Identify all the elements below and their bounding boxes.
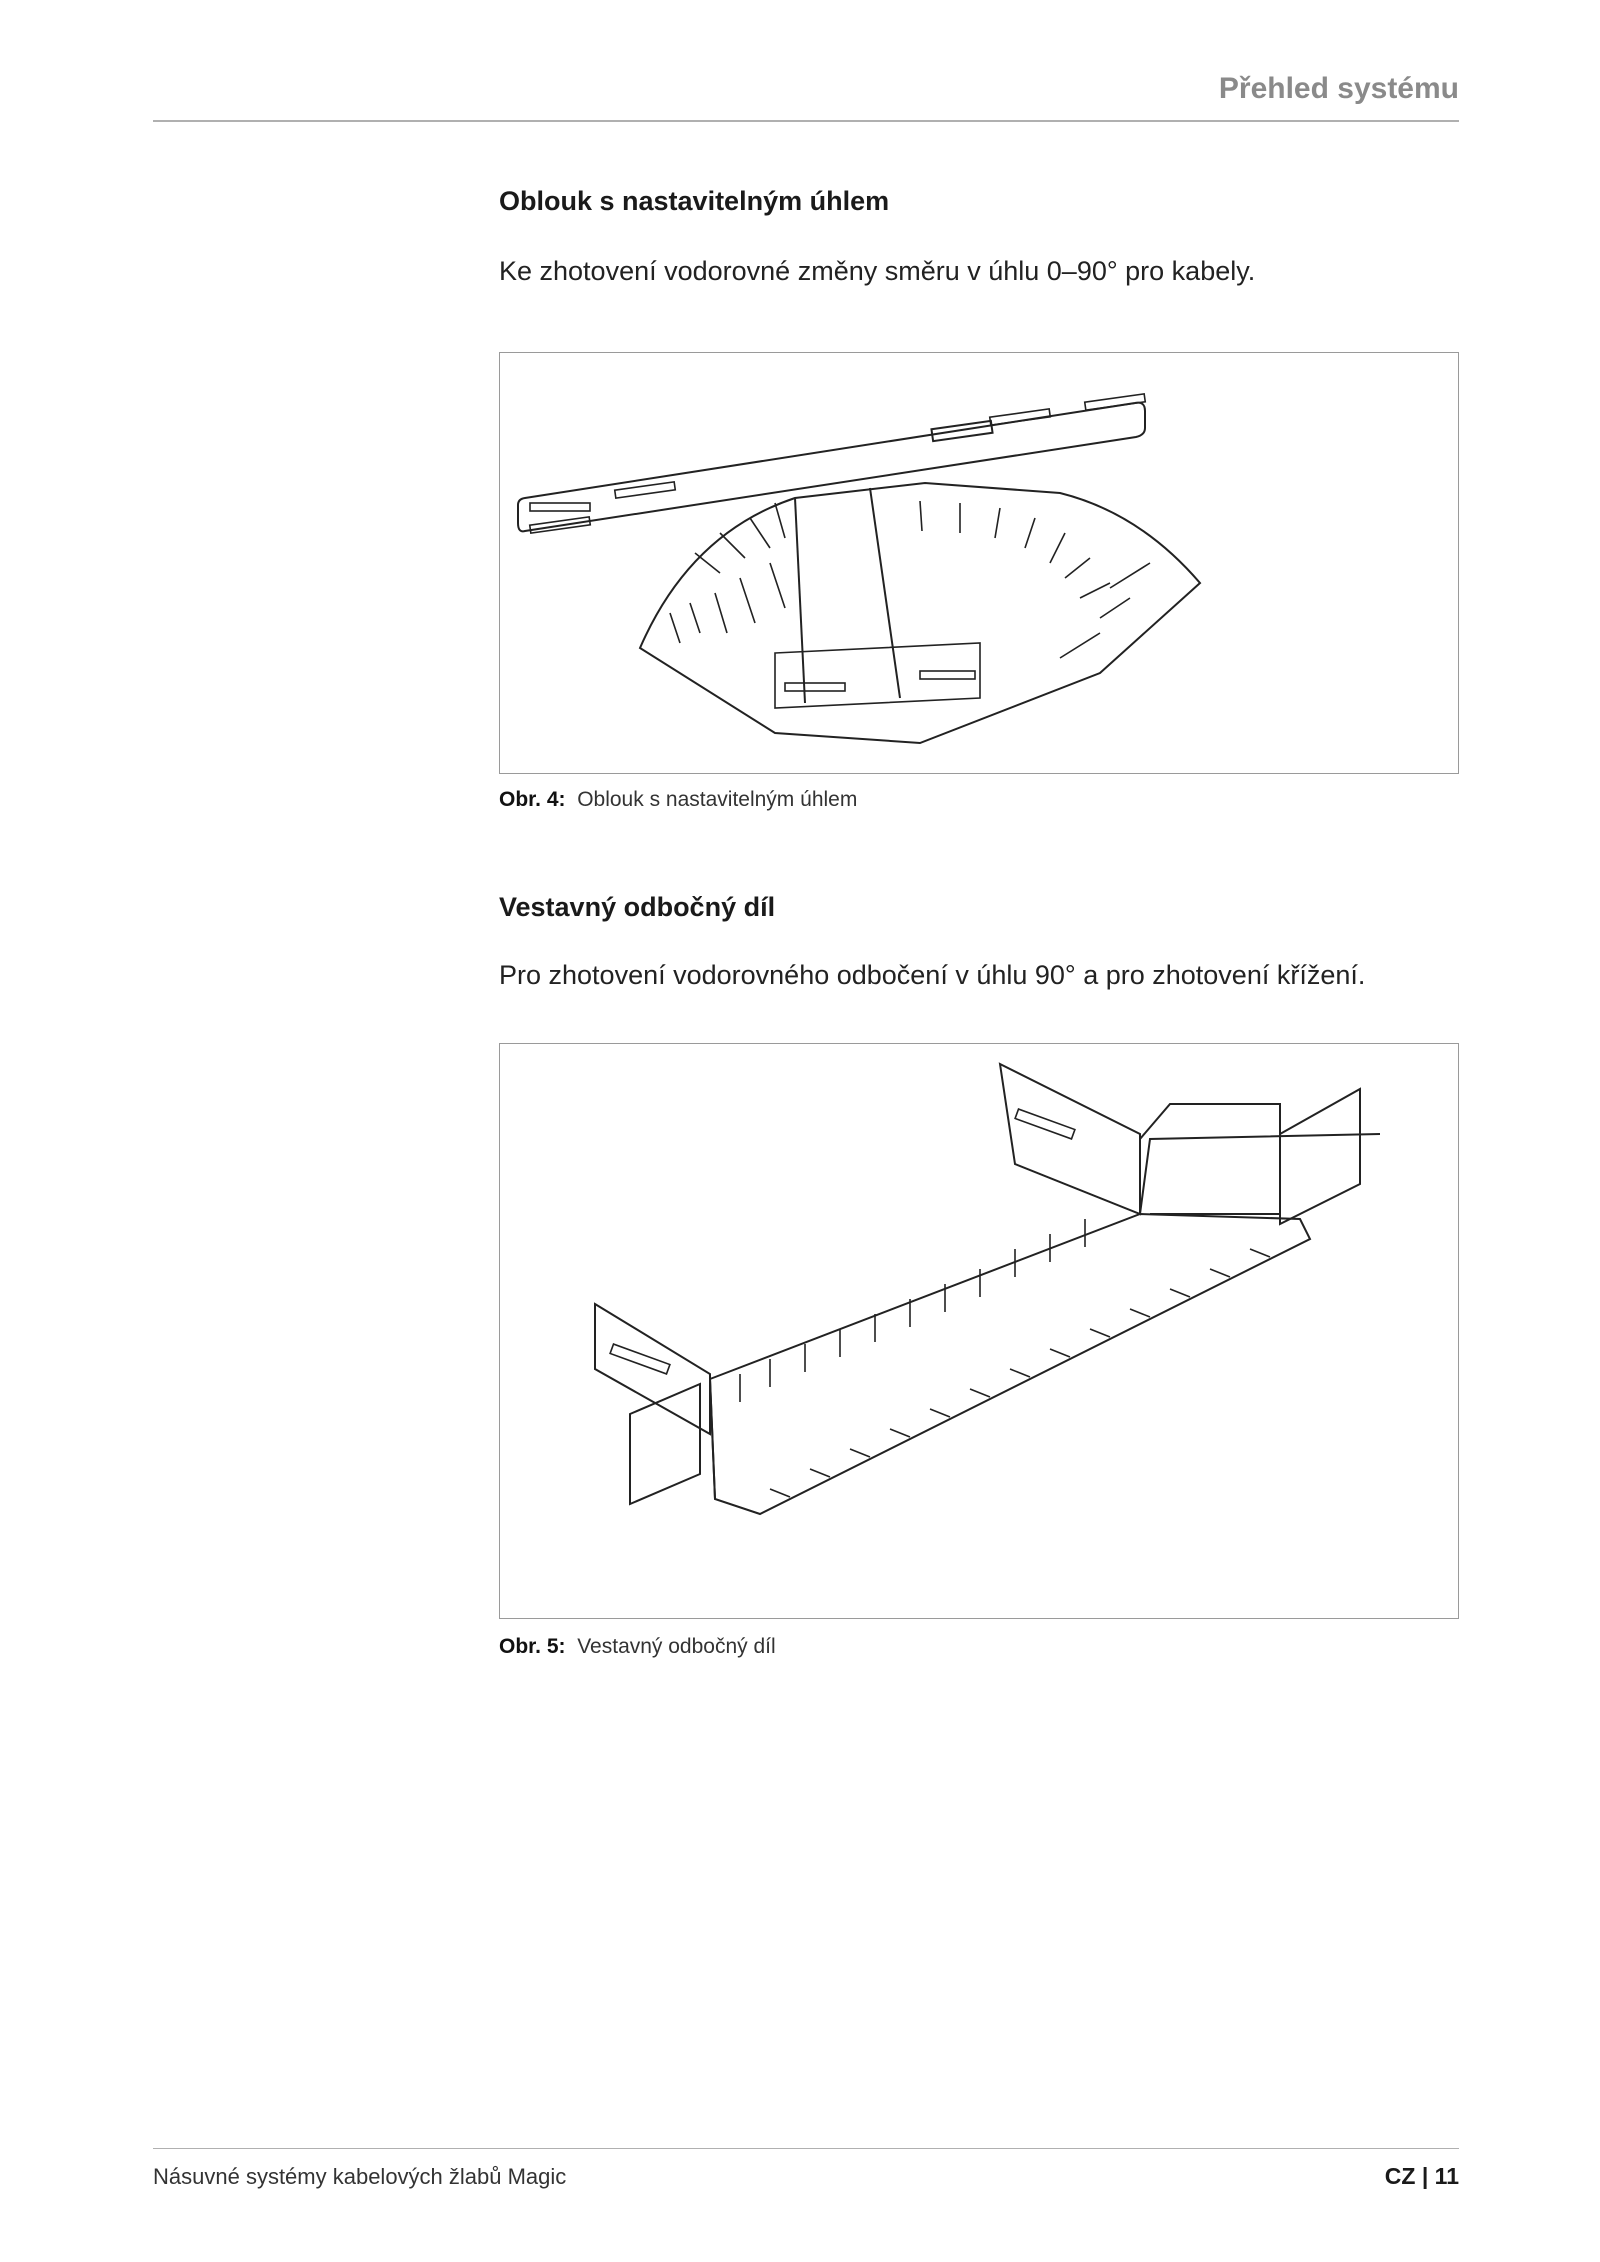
figure-4-text: Oblouk s nastavitelným úhlem (577, 788, 858, 811)
footer-rule (153, 2148, 1459, 2149)
figure-4-label: Obr. 4: (499, 788, 566, 811)
paragraph-branch-piece: Pro zhotovení vodorovného odbočení v úhl… (499, 960, 1366, 990)
figure-5-caption: Obr. 5: Vestavný odbočný díl (499, 1635, 776, 1659)
section-title: Přehled systému (1218, 72, 1459, 105)
figure-5-text: Vestavný odbočný díl (577, 1635, 776, 1658)
heading-branch-piece: Vestavný odbočný díl (499, 892, 776, 922)
heading-adjustable-bend: Oblouk s nastavitelným úhlem (499, 186, 890, 216)
figure-4-caption: Obr. 4: Oblouk s nastavitelným úhlem (499, 788, 857, 812)
paragraph-adjustable-bend: Ke zhotovení vodorovné změny směru v úhl… (499, 256, 1256, 286)
header-rule (153, 120, 1459, 122)
branch-piece-drawing (594, 1062, 1381, 1516)
figure-branch-piece (499, 1043, 1459, 1619)
footer-title: Násuvné systémy kabelových žlabů Magic (153, 2164, 567, 2189)
page-number: CZ | 11 (1384, 2163, 1459, 2189)
figure-5-label: Obr. 5: (499, 1635, 566, 1658)
figure-adjustable-bend (499, 352, 1459, 774)
adjustable-bend-drawing (517, 392, 1202, 745)
